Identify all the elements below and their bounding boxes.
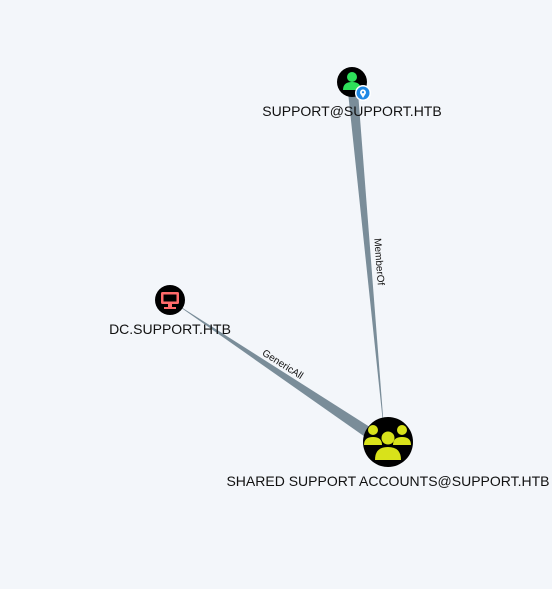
map-pin-icon <box>355 85 371 101</box>
node-group[interactable]: SHARED SUPPORT ACCOUNTS@SUPPORT.HTB <box>226 417 550 489</box>
node-user[interactable]: SUPPORT@SUPPORT.HTB <box>262 67 442 119</box>
node-computer-label: DC.SUPPORT.HTB <box>109 321 231 337</box>
edge-member-of-label: MemberOf <box>371 238 386 286</box>
user-icon <box>343 72 361 90</box>
monitor-icon <box>161 292 179 309</box>
group-icon <box>364 425 411 460</box>
node-user-label: SUPPORT@SUPPORT.HTB <box>262 103 441 119</box>
edge-member-of[interactable]: MemberOf <box>348 92 386 442</box>
edge-generic-all-line[interactable] <box>170 300 384 446</box>
node-group-label: SHARED SUPPORT ACCOUNTS@SUPPORT.HTB <box>226 473 549 489</box>
edge-member-of-line[interactable] <box>348 92 385 442</box>
node-computer[interactable]: DC.SUPPORT.HTB <box>109 285 231 337</box>
